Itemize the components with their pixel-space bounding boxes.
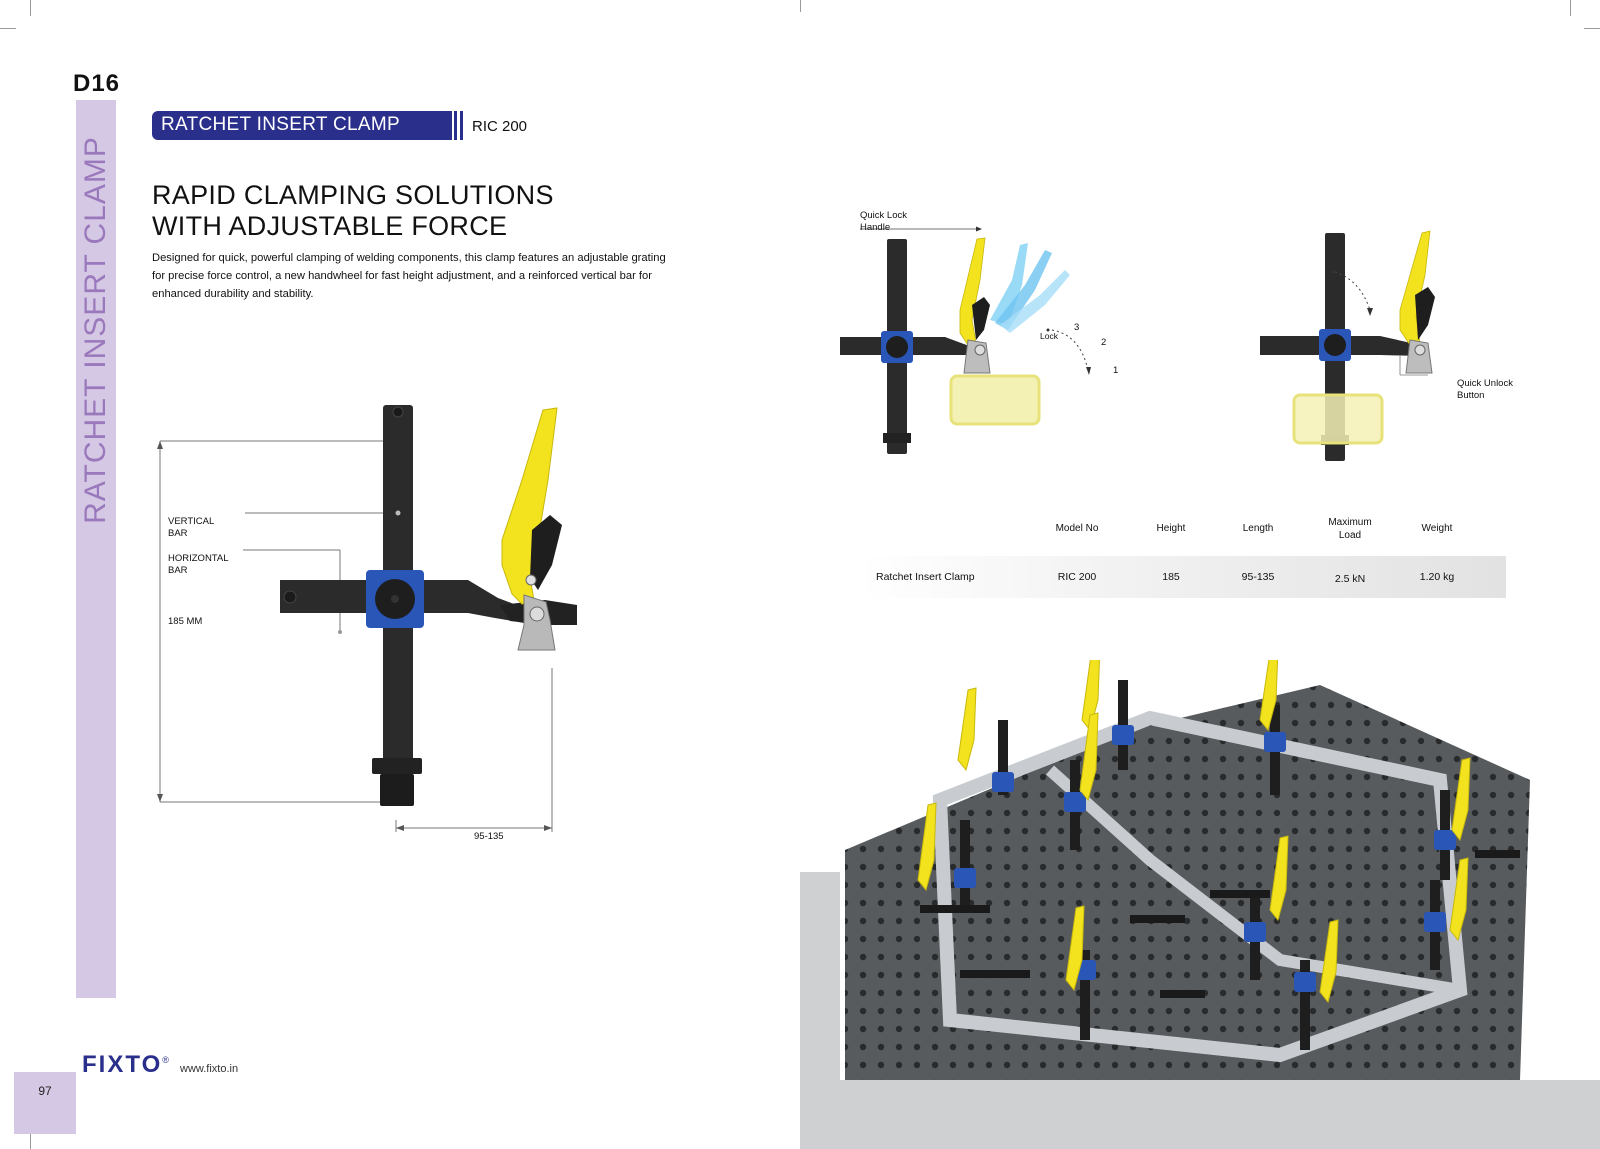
horizontal-bar-label: HORIZONTAL BAR [168, 553, 229, 576]
page-number-box [14, 1072, 76, 1134]
quick-unlock-label: Quick Unlock Button [1457, 378, 1513, 401]
section-code: D16 [73, 70, 121, 97]
vertical-bar-label: VERTICAL BAR [168, 516, 215, 539]
sidebar-band [76, 100, 116, 998]
application-photo [800, 660, 1600, 1149]
crop-mark [0, 28, 16, 29]
crop-mark [30, 0, 31, 16]
step-1-label: 1 [1113, 365, 1119, 376]
quick-lock-diagram [840, 226, 1091, 454]
crop-mark [1570, 0, 1571, 16]
table-row [860, 556, 1506, 598]
quick-lock-label: Quick Lock Handle [860, 210, 907, 233]
page-number: 97 [38, 1084, 52, 1098]
row-length: 95-135 [1241, 571, 1275, 583]
lock-label: Lock [1040, 331, 1058, 341]
row-height: 185 [1162, 571, 1180, 583]
crop-mark [1584, 28, 1600, 29]
crop-mark [30, 1134, 31, 1149]
header-model-no: Model No [1055, 523, 1099, 534]
model-code: RIC 200 [472, 118, 528, 135]
headline: RAPID CLAMPING SOLUTIONS WITH ADJUSTABLE… [152, 180, 554, 242]
header-weight: Weight [1421, 523, 1453, 534]
product-title: RATCHET INSERT CLAMP [161, 114, 400, 135]
row-maximum-load: 2.5 kN [1334, 573, 1366, 585]
quick-unlock-diagram [1260, 230, 1435, 461]
header-length: Length [1242, 523, 1274, 534]
step-2-label: 2 [1101, 337, 1107, 348]
website-link[interactable]: www.fixto.in [180, 1063, 239, 1075]
row-model-no: RIC 200 [1057, 571, 1097, 583]
headline-line-1: RAPID CLAMPING SOLUTIONS [152, 180, 554, 210]
height-dimension-label: 185 MM [168, 616, 203, 627]
clamp-diagram [157, 405, 577, 832]
row-product-name: Ratchet Insert Clamp [876, 571, 975, 583]
product-description: Designed for quick, powerful clamping of… [152, 252, 666, 300]
header-height: Height [1156, 523, 1186, 534]
step-3-label: 3 [1074, 322, 1080, 333]
sidebar-title: RATCHET INSERT CLAMP [79, 136, 112, 524]
brand-logo: FIXTO® [82, 1051, 171, 1078]
length-dimension-label: 95-135 [474, 831, 504, 842]
row-weight: 1.20 kg [1419, 571, 1455, 583]
title-divider-icon [454, 111, 463, 140]
headline-line-2: WITH ADJUSTABLE FORCE [152, 211, 508, 241]
product-title-bar: RATCHET INSERT CLAMP [152, 111, 452, 140]
crop-mark [800, 0, 801, 12]
